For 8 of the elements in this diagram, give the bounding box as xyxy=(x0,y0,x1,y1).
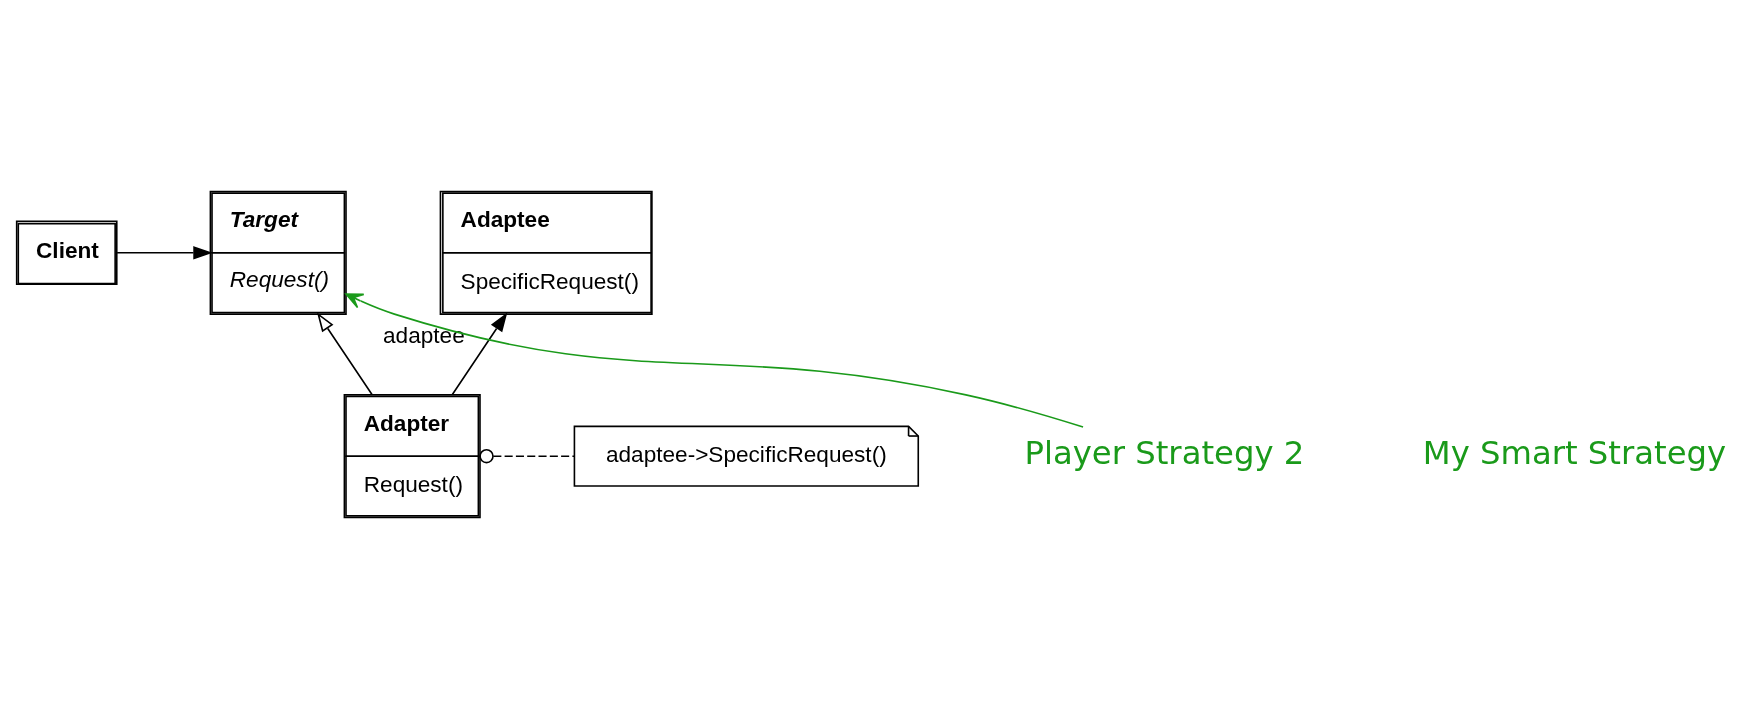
arrow xyxy=(316,311,373,395)
node-text: Player Strategy 2 xyxy=(1024,433,1304,472)
arrow xyxy=(115,245,213,260)
edge-label: adaptee xyxy=(382,322,465,348)
arrow xyxy=(451,311,507,395)
arrow xyxy=(344,292,1084,428)
label: My Smart Strategy xyxy=(1422,433,1726,472)
connector xyxy=(478,448,575,463)
